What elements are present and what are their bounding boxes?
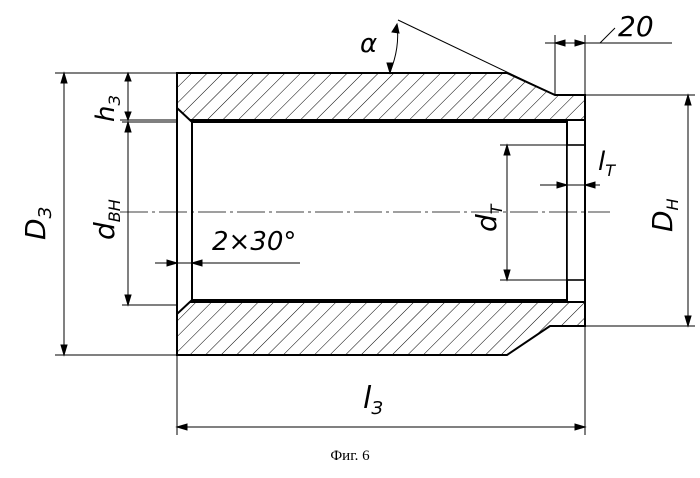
label-d-vn: dВН xyxy=(88,199,124,240)
label-l-t: lТ xyxy=(598,147,616,180)
dim-h3 xyxy=(120,73,177,120)
label-chamfer: 2×30° xyxy=(212,227,296,257)
dim-d-vn xyxy=(122,122,177,305)
lower-wall-section xyxy=(177,302,585,355)
label-D3: DЗ xyxy=(19,206,56,240)
label-l3: lЗ xyxy=(363,381,383,419)
bore xyxy=(177,108,567,314)
thread-region xyxy=(567,145,585,280)
label-D-n: DН xyxy=(646,198,682,232)
label-alpha: α xyxy=(360,29,377,59)
figure-caption: Фиг. 6 xyxy=(0,448,700,465)
label-20: 20 xyxy=(618,10,654,43)
label-h3: hЗ xyxy=(91,95,124,122)
